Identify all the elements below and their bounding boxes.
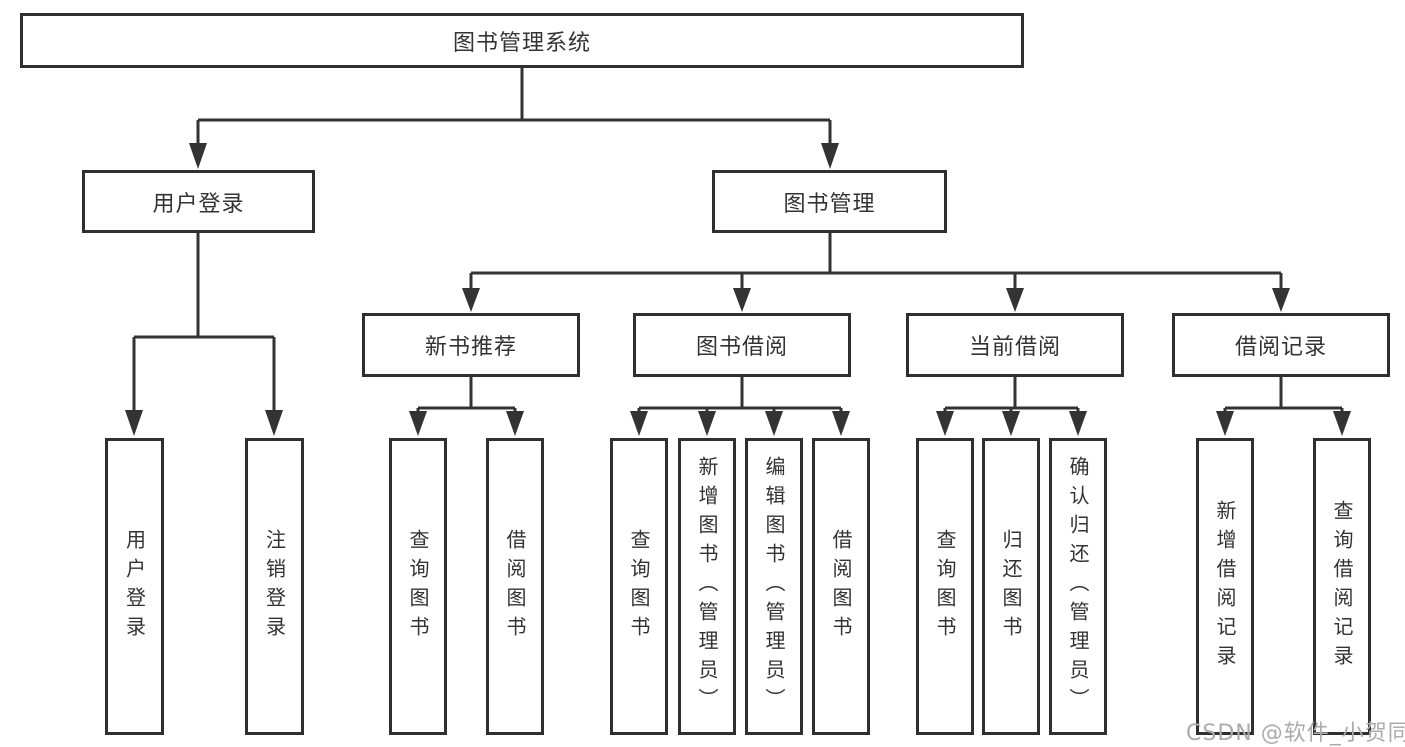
node-leaf-logout: 注销登录 [245,438,304,735]
node-leaf-edit-books-admin: 编辑图书（管理员） [745,438,803,735]
node-book-management: 图书管理 [712,170,947,233]
node-leaf-add-books-admin: 新增图书（管理员） [678,438,736,735]
node-leaf-borrow-books-1: 借阅图书 [486,438,544,735]
node-leaf-query-books-1: 查询图书 [389,438,447,735]
node-leaf-borrow-books-2: 借阅图书 [812,438,870,735]
node-library-management-system: 图书管理系统 [20,13,1024,68]
node-leaf-query-books-2: 查询图书 [610,438,668,735]
csdn-watermark: CSDN @软件_小贺同学 [1186,721,1405,746]
node-leaf-return-books: 归还图书 [982,438,1040,735]
node-leaf-query-books-3: 查询图书 [916,438,974,735]
node-leaf-user-login: 用户登录 [105,438,164,735]
node-user-login: 用户登录 [82,170,315,233]
node-borrowing-records: 借阅记录 [1172,313,1390,377]
arrowheads [125,143,1351,436]
node-leaf-query-borrow-record: 查询借阅记录 [1313,438,1371,735]
node-leaf-confirm-return-admin: 确认归还（管理员） [1049,438,1107,735]
node-new-book-recommendation: 新书推荐 [362,313,580,377]
node-leaf-add-borrow-record: 新增借阅记录 [1196,438,1254,735]
node-book-borrowing: 图书借阅 [633,313,851,377]
node-current-borrowing: 当前借阅 [906,313,1124,377]
